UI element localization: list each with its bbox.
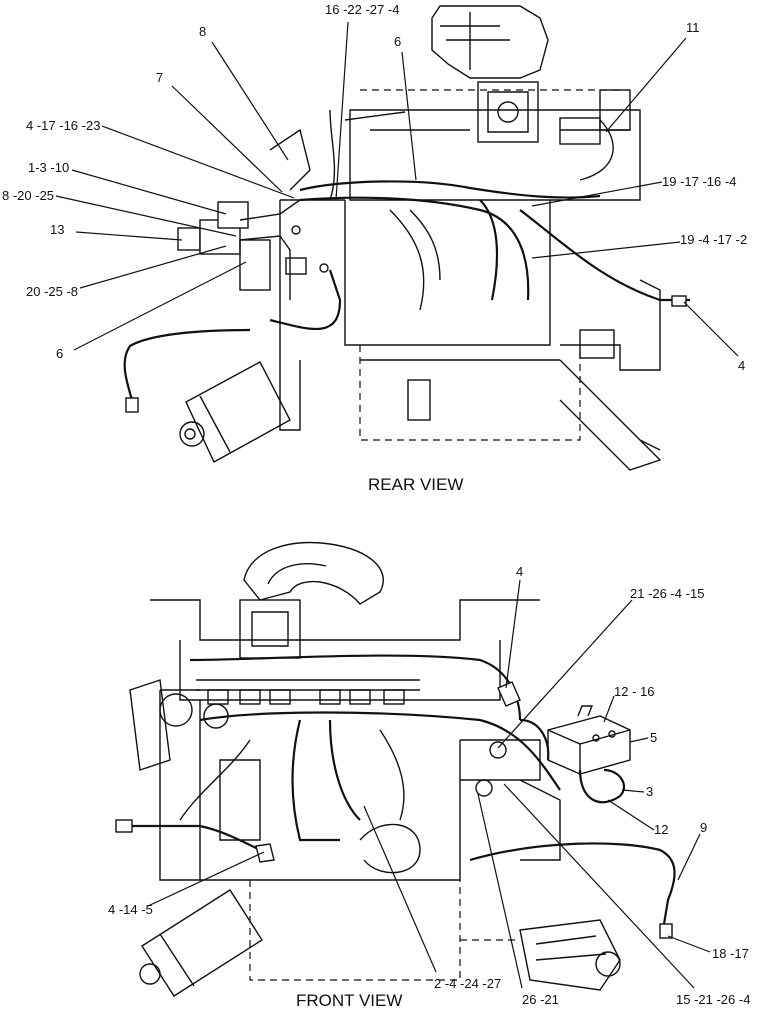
callout-9: 9 (700, 820, 707, 835)
front-view-callouts: 4 21 -26 -4 -15 12 - 16 5 3 12 9 4 -14 -… (108, 564, 750, 1007)
callout-13: 13 (50, 222, 64, 237)
callout-1-3-10: 1-3 -10 (28, 160, 69, 175)
callout-19-4-17-2: 19 -4 -17 -2 (680, 232, 747, 247)
callout-12-16: 12 - 16 (614, 684, 654, 699)
callout-2-4-24-27: 2 -4 -24 -27 (434, 976, 501, 991)
callout-8: 8 (199, 24, 206, 39)
callout-11: 11 (686, 20, 700, 35)
callout-21-26-4-15: 21 -26 -4 -15 (630, 586, 704, 601)
front-view-drawing (115, 541, 676, 997)
rear-view-leader-lines (55, 21, 739, 357)
rear-view-drawing (123, 5, 690, 471)
callout-6-lower: 6 (56, 346, 63, 361)
rear-view-callouts: 16 -22 -27 -4 8 6 11 7 4 -17 -16 -23 1-3… (2, 2, 747, 373)
callout-20-25-8: 20 -25 -8 (26, 284, 78, 299)
callout-8-20-25: 8 -20 -25 (2, 188, 54, 203)
callout-15-21-26-4: 15 -21 -26 -4 (676, 992, 750, 1007)
callout-6-upper: 6 (394, 34, 401, 49)
callout-26-21: 26 -21 (522, 992, 559, 1007)
callout-19-17-16-4: 19 -17 -16 -4 (662, 174, 736, 189)
callout-4-17-16-23: 4 -17 -16 -23 (26, 118, 100, 133)
front-view-title: FRONT VIEW (296, 991, 402, 1010)
callout-4-front: 4 (516, 564, 523, 579)
callout-4-14-5: 4 -14 -5 (108, 902, 153, 917)
callout-18-17: 18 -17 (712, 946, 749, 961)
front-view-leader-lines (147, 579, 711, 989)
callout-7: 7 (156, 70, 163, 85)
rear-view-title: REAR VIEW (368, 475, 463, 494)
callout-12: 12 (654, 822, 668, 837)
callout-16-22-27-4: 16 -22 -27 -4 (325, 2, 399, 17)
callout-4-right: 4 (738, 358, 745, 373)
callout-3: 3 (646, 784, 653, 799)
callout-5: 5 (650, 730, 657, 745)
